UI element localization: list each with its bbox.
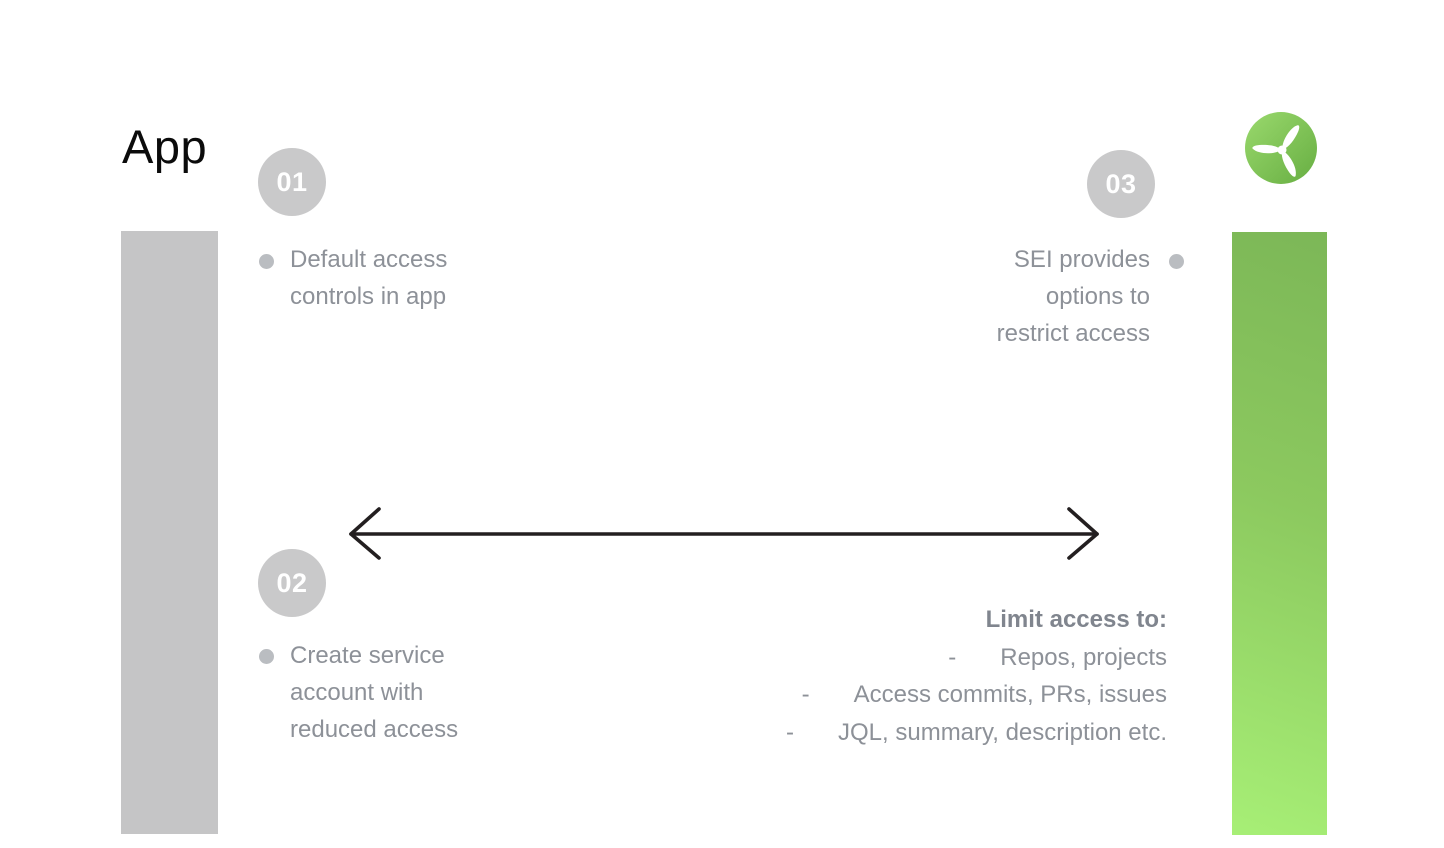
step-02-text: Create service account with reduced acce… [290, 642, 459, 743]
bullet-dot [259, 254, 274, 269]
bullet-dot [1169, 254, 1184, 269]
list-item: - JQL, summary, description etc. [786, 714, 1167, 752]
step-01-badge: 01 [258, 148, 326, 216]
limit-access-title: Limit access to: [985, 606, 1167, 633]
step-01-number: 01 [276, 166, 308, 197]
app-column-bar [121, 231, 218, 834]
sei-column-bar [1232, 232, 1327, 835]
limit-access-list: Limit access to: - Repos, projects - Acc… [786, 601, 1167, 751]
list-item: - Access commits, PRs, issues [786, 676, 1167, 714]
dash-bullet: - [948, 643, 957, 671]
list-item: - Repos, projects [786, 639, 1167, 677]
double-arrow-icon [340, 500, 1108, 575]
step-03-number: 03 [1105, 168, 1137, 199]
dash-bullet: - [801, 681, 810, 708]
step-03-badge: 03 [1087, 150, 1155, 218]
propeller-logo-icon [1245, 112, 1317, 184]
page-title: App [122, 120, 208, 173]
bullet-dot [259, 649, 274, 664]
step-03-text: SEI provides options to restrict access [996, 246, 1150, 347]
dash-bullet: - [786, 718, 794, 746]
step-01-text: Default access controls in app [290, 246, 448, 310]
step-02-number: 02 [276, 567, 308, 598]
step-02-badge: 02 [258, 549, 326, 617]
